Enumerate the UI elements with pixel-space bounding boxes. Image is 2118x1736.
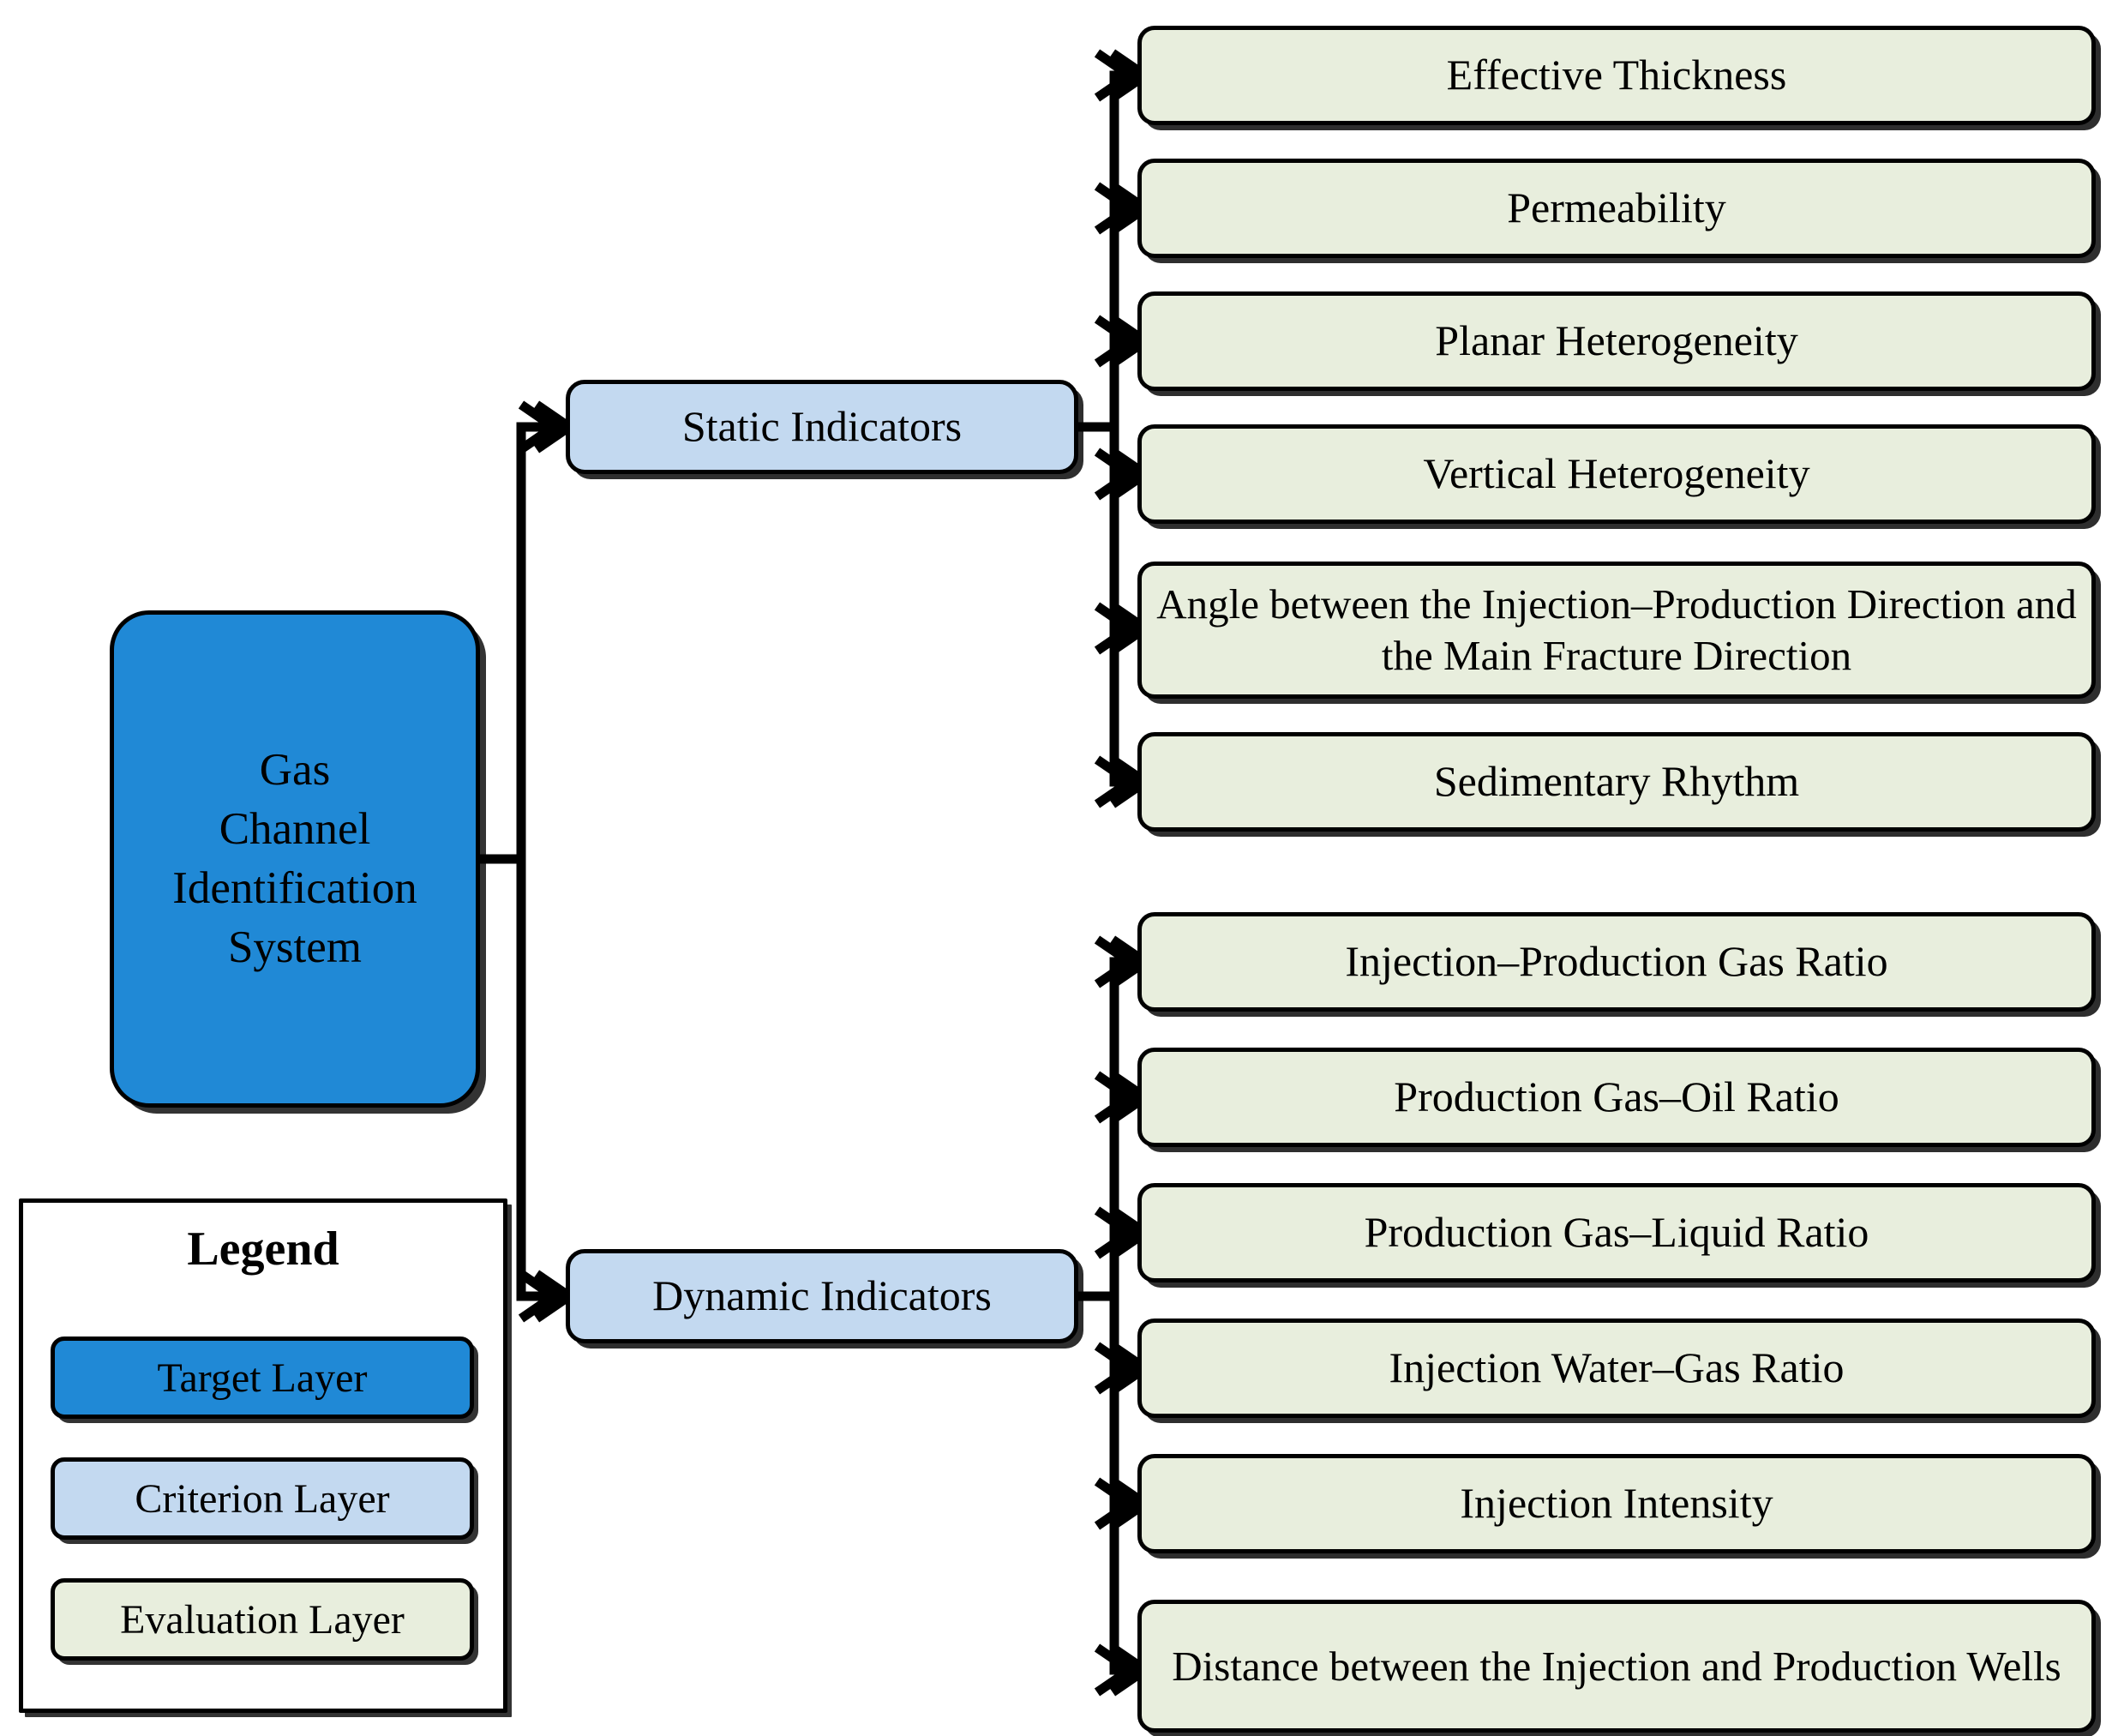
node-target-layer[interactable]: Gas Channel Identification System	[110, 610, 480, 1108]
legend-item-target-layer[interactable]: Target Layer	[51, 1337, 474, 1419]
node-injection-production-gas-ratio-label: Injection–Production Gas Ratio	[1345, 937, 1888, 986]
legend-item-target-layer-label: Target Layer	[157, 1355, 368, 1401]
node-production-gas-oil-ratio[interactable]: Production Gas–Oil Ratio	[1137, 1048, 2096, 1147]
node-angle-injection-production-fracture-label: Angle between the Injection–Production D…	[1156, 580, 2077, 679]
node-injection-intensity[interactable]: Injection Intensity	[1137, 1454, 2096, 1553]
legend-item-evaluation-layer-label: Evaluation Layer	[120, 1596, 405, 1643]
node-planar-heterogeneity[interactable]: Planar Heterogeneity	[1137, 291, 2096, 391]
node-vertical-heterogeneity[interactable]: Vertical Heterogeneity	[1137, 424, 2096, 524]
node-angle-injection-production-fracture[interactable]: Angle between the Injection–Production D…	[1137, 562, 2096, 699]
legend-item-criterion-layer-label: Criterion Layer	[135, 1475, 390, 1522]
node-sedimentary-rhythm[interactable]: Sedimentary Rhythm	[1137, 732, 2096, 832]
node-effective-thickness[interactable]: Effective Thickness	[1137, 26, 2096, 125]
node-target-label: Gas Channel Identification System	[172, 745, 417, 972]
node-injection-water-gas-ratio[interactable]: Injection Water–Gas Ratio	[1137, 1319, 2096, 1418]
node-injection-production-gas-ratio[interactable]: Injection–Production Gas Ratio	[1137, 912, 2096, 1012]
legend-title: Legend	[187, 1222, 339, 1276]
node-production-gas-oil-ratio-label: Production Gas–Oil Ratio	[1394, 1072, 1839, 1121]
node-permeability-label: Permeability	[1507, 183, 1726, 232]
node-static-indicators[interactable]: Static Indicators	[566, 380, 1078, 474]
node-injection-water-gas-ratio-label: Injection Water–Gas Ratio	[1389, 1343, 1845, 1392]
node-production-gas-liquid-ratio-label: Production Gas–Liquid Ratio	[1364, 1208, 1869, 1257]
node-planar-heterogeneity-label: Planar Heterogeneity	[1435, 316, 1798, 365]
node-dynamic-indicators[interactable]: Dynamic Indicators	[566, 1249, 1078, 1343]
node-dynamic-indicators-label: Dynamic Indicators	[652, 1271, 992, 1320]
node-vertical-heterogeneity-label: Vertical Heterogeneity	[1423, 449, 1810, 498]
node-permeability[interactable]: Permeability	[1137, 159, 2096, 258]
legend-item-criterion-layer[interactable]: Criterion Layer	[51, 1457, 474, 1540]
node-production-gas-liquid-ratio[interactable]: Production Gas–Liquid Ratio	[1137, 1183, 2096, 1282]
node-static-indicators-label: Static Indicators	[681, 402, 963, 451]
node-distance-injection-production-wells-label: Distance between the Injection and Produ…	[1172, 1642, 2061, 1690]
node-distance-injection-production-wells[interactable]: Distance between the Injection and Produ…	[1137, 1600, 2096, 1733]
legend-item-evaluation-layer[interactable]: Evaluation Layer	[51, 1578, 474, 1661]
legend-panel: Legend Target Layer Criterion Layer Eval…	[19, 1198, 507, 1713]
node-sedimentary-rhythm-label: Sedimentary Rhythm	[1433, 757, 1800, 806]
node-effective-thickness-label: Effective Thickness	[1446, 51, 1787, 99]
node-injection-intensity-label: Injection Intensity	[1460, 1479, 1773, 1528]
